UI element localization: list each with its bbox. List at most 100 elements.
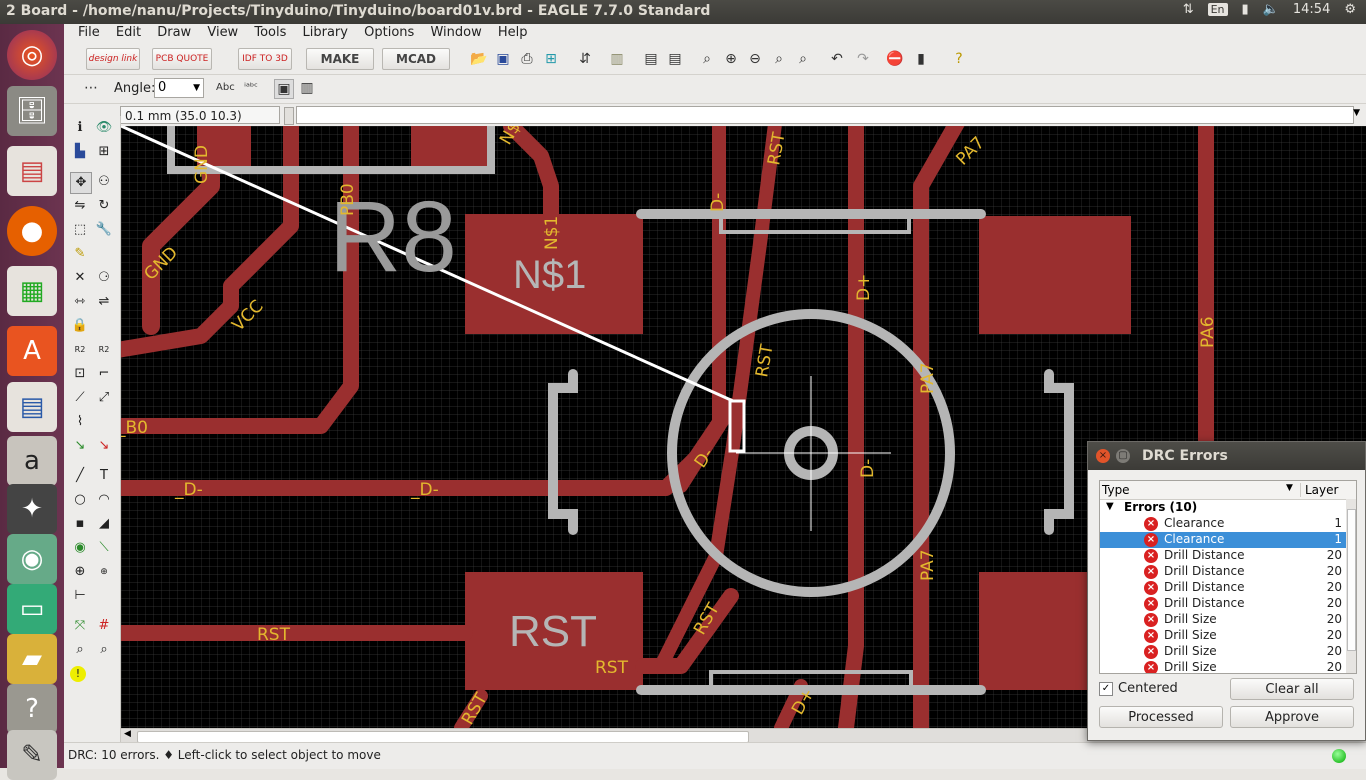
route-icon[interactable]: ↘ <box>74 438 86 453</box>
stop-icon[interactable]: ⛔ <box>886 51 904 67</box>
keyboard-indicator[interactable]: En <box>1207 3 1228 16</box>
save-icon[interactable]: ▣ <box>496 51 510 67</box>
ubuntu-dash-icon[interactable]: ◎ <box>7 30 57 80</box>
calc-icon[interactable]: ▦ <box>7 266 57 316</box>
ratsnest-mode-icon[interactable]: ▣ <box>274 79 294 99</box>
list-scrollbar[interactable] <box>1346 499 1356 673</box>
attribute-icon[interactable]: ⊕ <box>100 567 108 577</box>
open-icon[interactable]: 📂 <box>470 51 488 67</box>
library-icon[interactable]: ▥ <box>610 51 624 67</box>
circle-icon[interactable]: ○ <box>74 492 86 507</box>
network-icon[interactable]: ⇅ <box>1182 2 1194 17</box>
clear-all-button[interactable]: Clear all <box>1230 678 1354 700</box>
spin-text-icon[interactable]: ⁱᵃᵇᶜ <box>244 82 258 93</box>
writer-icon[interactable]: ▤ <box>7 382 57 432</box>
menu-tools[interactable]: Tools <box>254 25 287 40</box>
menu-draw[interactable]: Draw <box>157 25 192 40</box>
display-icon[interactable]: ▙ <box>75 144 85 159</box>
via-icon[interactable]: ◉ <box>74 540 86 555</box>
close-icon[interactable]: × <box>1096 449 1110 463</box>
sort-arrow-icon[interactable]: ▼ <box>1286 483 1293 493</box>
approve-button[interactable]: Approve <box>1230 706 1354 728</box>
processed-button[interactable]: Processed <box>1099 706 1223 728</box>
folder-icon[interactable]: ▰ <box>7 634 57 684</box>
smash-icon[interactable]: ⊡ <box>74 366 86 381</box>
lock-icon[interactable]: 🔒 <box>71 318 89 333</box>
erc-icon[interactable]: ⌕ <box>76 642 84 657</box>
info-icon[interactable]: ℹ <box>77 120 83 135</box>
zoom-fit-icon[interactable]: ⌕ <box>703 51 711 67</box>
redo-icon[interactable]: ↷ <box>857 51 869 67</box>
change-icon[interactable]: 🔧 <box>95 222 113 237</box>
zoom-out-icon[interactable]: ⊖ <box>749 51 761 67</box>
miter-icon[interactable]: ⌐ <box>98 366 110 381</box>
battery-icon[interactable]: ▮ <box>1241 2 1249 17</box>
zoom-select-icon[interactable]: ⌕ <box>799 51 807 67</box>
help-icon[interactable]: ? <box>955 51 963 67</box>
paste-icon[interactable]: ✎ <box>74 246 86 261</box>
arc-icon[interactable]: ◠ <box>98 492 110 507</box>
mcad-button[interactable]: MCAD <box>382 48 450 70</box>
idf-to-3d-button[interactable]: IDF TO 3D <box>238 48 292 70</box>
zoom-redraw-icon[interactable]: ⌕ <box>775 51 783 67</box>
show-icon[interactable]: 👁 <box>95 120 113 135</box>
drc-error-marker[interactable] <box>728 399 746 453</box>
ripup-icon[interactable]: ↘ <box>98 438 110 453</box>
impress-icon[interactable]: ▤ <box>7 146 57 196</box>
files-icon[interactable]: 🗄 <box>7 86 57 136</box>
horizontal-scrollbar[interactable]: ◀ <box>121 728 1366 743</box>
optimize-icon[interactable]: ⤢ <box>98 390 110 405</box>
errors-group[interactable]: ▼ Errors (10) <box>1100 500 1356 516</box>
ratsnest-icon[interactable]: ⤧ <box>74 618 86 633</box>
mirror-icon[interactable]: ⇋ <box>74 198 86 213</box>
designlink-button[interactable]: design link <box>86 48 140 70</box>
menu-view[interactable]: View <box>207 25 239 40</box>
column-type[interactable]: Type <box>1102 483 1130 497</box>
menu-file[interactable]: File <box>78 25 100 40</box>
centered-checkbox[interactable]: ✓ <box>1099 682 1113 696</box>
go-icon[interactable]: ▮ <box>917 51 925 67</box>
column-layer[interactable]: Layer <box>1300 483 1338 497</box>
scroll-left-icon[interactable]: ◀ <box>124 729 131 739</box>
history-dropdown-icon[interactable]: ▼ <box>1353 108 1360 118</box>
split-icon[interactable]: ⟋ <box>75 390 85 405</box>
mirror-text-icon[interactable]: Abc <box>216 82 235 93</box>
power-gear-icon[interactable]: ⚙ <box>1344 2 1356 17</box>
board-canvas[interactable]: R8 N$1 RST GND GND VCC PB0 N$1 D- RST PA… <box>121 126 1366 728</box>
copy-icon[interactable]: ⚇ <box>98 174 110 189</box>
auto-icon[interactable]: # <box>98 618 110 633</box>
volume-icon[interactable]: 🔈 <box>1262 2 1279 17</box>
layout-mode-icon[interactable]: ▥ <box>300 80 314 96</box>
signal-icon[interactable]: ⟍ <box>99 540 109 555</box>
splitter-handle[interactable] <box>284 107 294 125</box>
command-input[interactable] <box>296 106 1354 124</box>
print-icon[interactable]: ⎙ <box>521 51 533 67</box>
app-icon[interactable]: ▭ <box>7 584 57 634</box>
text-icon[interactable]: T <box>100 468 108 483</box>
expand-triangle-icon[interactable]: ▼ <box>1106 501 1114 512</box>
list-scroll-thumb[interactable] <box>1347 509 1356 651</box>
minimize-icon[interactable]: ▢ <box>1116 449 1130 463</box>
firefox-icon[interactable]: ● <box>7 206 57 256</box>
delete-icon[interactable]: ✕ <box>74 270 86 285</box>
help-icon[interactable]: ? <box>7 684 57 734</box>
grid-icon[interactable]: ⋯ <box>84 80 98 96</box>
polygon-icon[interactable]: ◢ <box>99 516 109 531</box>
menu-help[interactable]: Help <box>497 25 528 40</box>
rotate-icon[interactable]: ↻ <box>98 198 110 213</box>
amazon-icon[interactable]: a <box>7 436 57 486</box>
angle-select[interactable]: 0 ▼ <box>154 78 204 98</box>
make-button[interactable]: MAKE <box>306 48 374 70</box>
menu-library[interactable]: Library <box>302 25 348 40</box>
trash-icon[interactable]: ✎ <box>7 730 57 780</box>
